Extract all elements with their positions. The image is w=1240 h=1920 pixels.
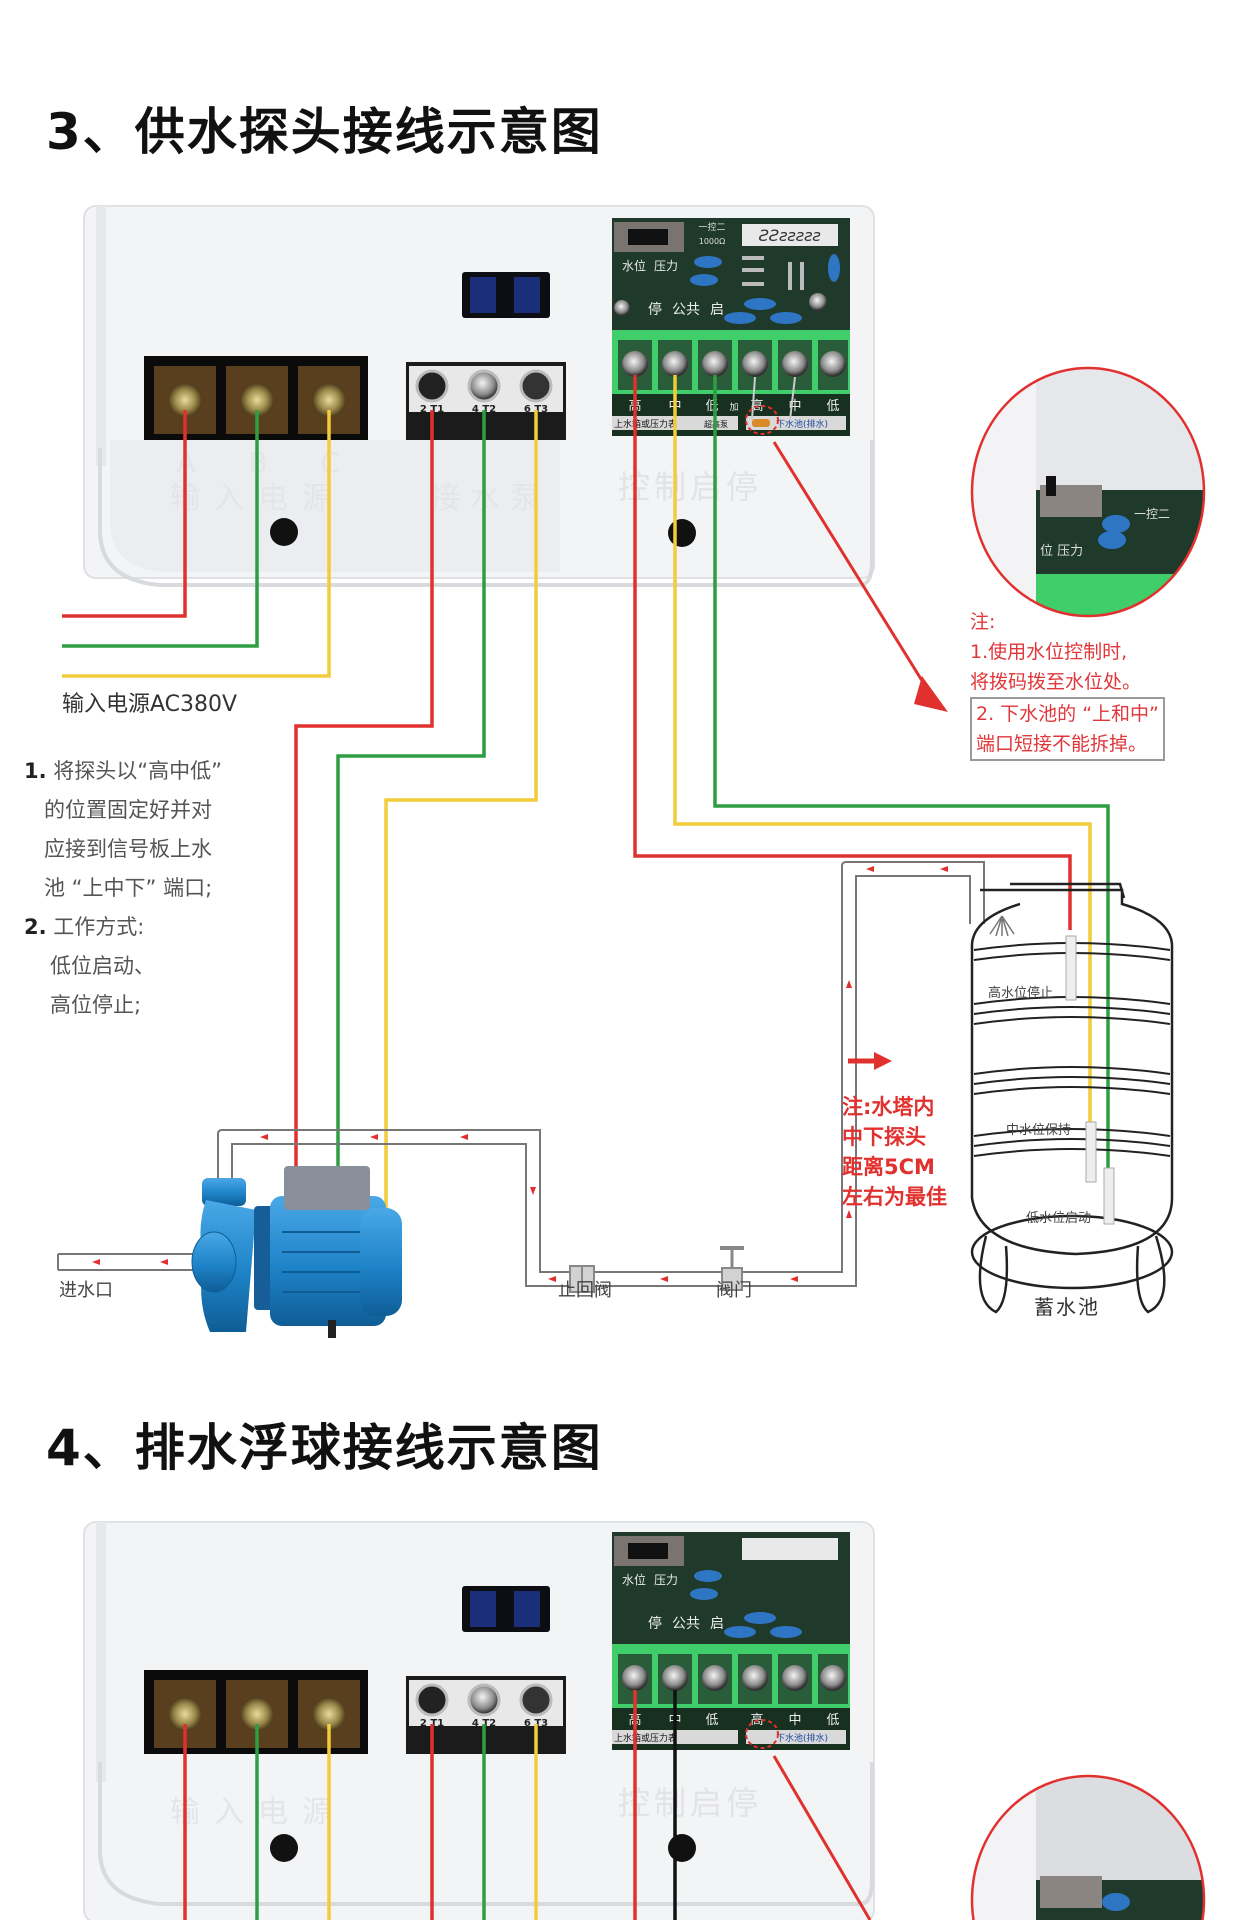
- pcb-mode-water: 水位: [622, 258, 646, 273]
- svg-text:下水池(排水): 下水池(排水): [776, 1732, 828, 1744]
- instruction-2: 2. 工作方式:: [24, 915, 145, 939]
- callout-arrowhead: [914, 676, 948, 712]
- control-box: A B C 输入电源 2 T1 4 T2 6 T3 接水泵 ƧƧƨƨƨƨƨ 一控…: [83, 205, 875, 587]
- pcb-upper-group-label: 上水箱或压力表: [614, 418, 677, 430]
- supply-probe-wiring-diagram: A B C 输入电源 2 T1 4 T2 6 T3 接水泵 ƧƧƨƨƨƨƨ 一控…: [57, 205, 1206, 1338]
- pcb-relay-common: 公共: [672, 302, 700, 318]
- section4-wires: [183, 1690, 677, 1920]
- pcb-lower-group-label: 下水池(排水): [776, 418, 828, 430]
- pcb-relay-start: 启: [710, 302, 724, 318]
- power-wire-yellow: [62, 410, 331, 678]
- instruction-1: 1. 将探头以“高中低”: [24, 759, 223, 783]
- tank-probes: [989, 915, 1115, 1225]
- signal-pcb: ƧƧƨƨƨƨƨ 一控二 1000Ω 水位 压力 停 公共 启: [612, 218, 850, 436]
- mount-screw-right: [668, 519, 696, 547]
- svg-text:公共: 公共: [672, 1616, 700, 1632]
- probe-wire-mid-yellow: [673, 375, 1092, 1122]
- probe-wires: [633, 375, 1110, 1168]
- svg-text:压力: 压力: [654, 1573, 678, 1587]
- mount-screw-left: [270, 518, 298, 546]
- water-pump-image: [191, 1166, 402, 1338]
- callout-arrow-line: [772, 441, 936, 701]
- svg-text:位 压力: 位 压力: [1040, 544, 1083, 559]
- jumper-highlight-circle: [745, 405, 779, 435]
- pcb-switch-label: 一控二: [698, 221, 725, 233]
- svg-text:启: 启: [710, 1616, 724, 1632]
- pcb-resistor-label: 1000Ω: [699, 237, 725, 246]
- dip-switch-note: 注: 1.使用水位控制时, 将拨码拨至水位处。 2. 下水池的 “上和中” 端口…: [970, 607, 1165, 761]
- pump-wire-green: [336, 410, 486, 1252]
- control-embossed-label: 控制启停: [618, 468, 762, 506]
- section-title-supply-probe: 3、供水探头接线示意图: [46, 103, 603, 161]
- zoom-inset-circle-2: [970, 1774, 1206, 1920]
- tank-level-mid: 中水位保持: [1006, 1123, 1071, 1138]
- contactor-terminal-t2: 4 T2: [472, 404, 496, 415]
- tank-label: 蓄水池: [1034, 1295, 1100, 1319]
- svg-text:中: 中: [788, 1713, 801, 1728]
- power-input-wires: [62, 410, 331, 678]
- drain-float-wiring-diagram: 输入电源 2 T1 4 T2 6 T3 水位 压力 停 公共 启 高 中: [83, 1521, 1206, 1920]
- probe-wire-high-red: [633, 375, 1072, 930]
- pcb-extra-label: 加: [729, 402, 738, 413]
- svg-text:低: 低: [705, 1713, 718, 1728]
- direction-arrow: [848, 1052, 892, 1070]
- power-embossed-label: 输入电源: [170, 481, 346, 516]
- svg-text:停: 停: [648, 1615, 662, 1632]
- svg-text:一控二: 一控二: [1134, 507, 1170, 521]
- wiring-instructions: 1. 将探头以“高中低” 的位置固定好并对 应接到信号板上水 池 “上中下” 端…: [24, 752, 222, 1025]
- svg-text:低: 低: [826, 1713, 839, 1728]
- svg-text:上水箱或压力表: 上水箱或压力表: [614, 1732, 677, 1744]
- svg-text:水位: 水位: [622, 1572, 646, 1587]
- contactor-terminal-t1: 2 T1: [420, 404, 444, 415]
- power-wire-green: [62, 410, 259, 648]
- zoom-inset-circle: 位 压力 一控二: [970, 366, 1206, 618]
- section-title-drain-float: 4、排水浮球接线示意图: [46, 1419, 603, 1477]
- jumper-warning-box: 2. 下水池的 “上和中” 端口短接不能拆掉。: [970, 697, 1165, 761]
- pump-wire-red: [294, 410, 434, 1250]
- svg-text:ƧƧƨƨƨƨƨ: ƧƧƨƨƨƨƨ: [758, 226, 821, 245]
- contactor-embossed-label: 接水泵: [430, 481, 550, 516]
- pcb-mode-pressure: 压力: [654, 259, 678, 273]
- power-embossed-label-2: 输入电源: [170, 1795, 346, 1830]
- pcb-relay-stop: 停: [648, 301, 662, 318]
- valve-label: 阀门: [716, 1280, 752, 1301]
- contactor-terminal-t3: 6 T3: [524, 404, 548, 415]
- svg-text:2 T1: 2 T1: [420, 1718, 444, 1729]
- pump-motor-wires: [294, 410, 538, 1268]
- inlet-label: 进水口: [59, 1280, 113, 1301]
- control-box-2: 输入电源 2 T1 4 T2 6 T3 水位 压力 停 公共 启 高 中: [83, 1521, 875, 1920]
- tower-probe-note: 注:水塔内 中下探头 距离5CM 左右为最佳: [842, 1095, 947, 1209]
- tank-level-low: 低水位启动: [1026, 1211, 1091, 1226]
- pump-wire-yellow: [384, 410, 538, 1268]
- storage-tank: [970, 882, 1174, 1314]
- probe-wire-low-green: [713, 375, 1110, 1168]
- power-input-label: 输入电源AC380V: [62, 692, 238, 717]
- svg-text:控制启停: 控制启停: [618, 1784, 762, 1822]
- power-wire-red: [62, 410, 187, 618]
- pcb-lower-low: 低: [826, 399, 839, 414]
- contactor-terminal-block: [406, 362, 566, 440]
- tank-level-high: 高水位停止: [988, 985, 1053, 1001]
- svg-text:6 T3: 6 T3: [524, 1718, 548, 1729]
- check-valve-label: 止回阀: [558, 1280, 612, 1301]
- water-pipes: [57, 861, 985, 1293]
- flow-arrows: [92, 866, 948, 1282]
- svg-text:4 T2: 4 T2: [472, 1718, 496, 1729]
